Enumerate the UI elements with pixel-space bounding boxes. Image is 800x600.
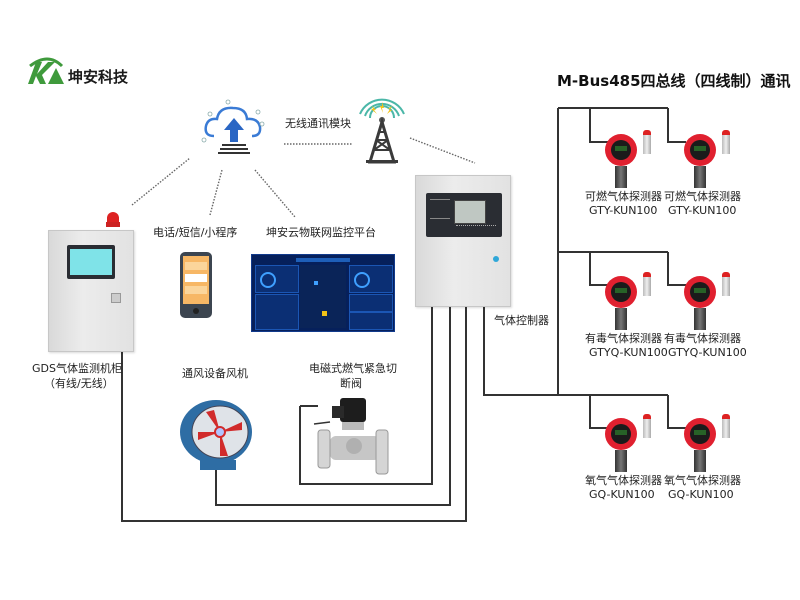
alarm-lamp-icon (643, 276, 651, 296)
wireless-module-label: 无线通讯模块 (285, 117, 351, 130)
wireless-link-platform-cloud (254, 169, 296, 218)
wire-controller-bus (483, 305, 558, 396)
cabinet-label-line2: （有线/无线） (44, 377, 114, 390)
wireless-link-tower-controller (409, 137, 476, 164)
brand-logo: 坤安科技 (22, 56, 152, 90)
detector-model: GQ-KUN100 (668, 488, 734, 501)
detector-model: GTY-KUN100 (589, 204, 658, 217)
gds-cabinet (48, 212, 134, 352)
alarm-lamp-icon (722, 276, 730, 296)
cabinet-label-line1: GDS气体监测机柜 (32, 362, 122, 375)
brand-name: 坤安科技 (68, 68, 129, 86)
detector-model: GTY-KUN100 (668, 204, 737, 217)
detector-name: 有毒气体探测器 (664, 332, 741, 345)
detector-name: 有毒气体探测器 (585, 332, 662, 345)
gas-detector (684, 412, 744, 472)
alarm-lamp-icon (643, 418, 651, 438)
gas-detector (605, 412, 665, 472)
bus-title: M-Bus485四总线（四线制）通讯 (557, 72, 791, 90)
dashboard-screen-icon (251, 254, 395, 332)
wire-fan-controller (215, 305, 451, 506)
wire-valve-controller (299, 305, 433, 485)
detector-model: GQ-KUN100 (589, 488, 655, 501)
gas-detector (684, 128, 744, 188)
gas-detector (605, 128, 665, 188)
gas-detector (684, 270, 744, 330)
platform-label: 坤安云物联网监控平台 (266, 226, 376, 239)
alarm-lamp-icon (722, 134, 730, 154)
detector-name: 可燃气体探测器 (585, 190, 662, 203)
wireless-link-cabinet-cloud (131, 157, 191, 206)
controller-label: 气体控制器 (494, 314, 549, 327)
solenoid-valve-icon (312, 396, 392, 480)
alarm-lamp-icon (643, 134, 651, 154)
detector-icon (684, 412, 744, 472)
gas-detector (605, 270, 665, 330)
smartphone-icon (180, 252, 212, 318)
detector-name: 氧气气体探测器 (664, 474, 741, 487)
detector-icon (605, 270, 665, 330)
cloud-upload-icon (200, 98, 268, 158)
valve-label-line1: 电磁式燃气紧急切 (309, 362, 397, 375)
alarm-lamp-icon (722, 418, 730, 438)
gas-controller (415, 175, 511, 307)
wireless-link-phone-cloud (209, 169, 223, 216)
detector-name: 可燃气体探测器 (664, 190, 741, 203)
detector-icon (684, 270, 744, 330)
detector-icon (605, 412, 665, 472)
alarm-lamp-icon (106, 212, 120, 230)
detector-icon (605, 128, 665, 188)
detector-icon (684, 128, 744, 188)
fan-label: 通风设备风机 (182, 367, 248, 380)
kunan-logo-icon (28, 57, 64, 84)
detector-name: 氧气气体探测器 (585, 474, 662, 487)
wire-cabinet-controller (121, 305, 467, 522)
cell-tower-icon (352, 92, 412, 164)
phone-label: 电话/短信/小程序 (153, 226, 238, 239)
valve-label-line2: 断阀 (340, 377, 362, 390)
detector-model: GTYQ-KUN100 (668, 346, 747, 359)
detector-model: GTYQ-KUN100 (589, 346, 668, 359)
axial-fan-icon (176, 398, 256, 472)
